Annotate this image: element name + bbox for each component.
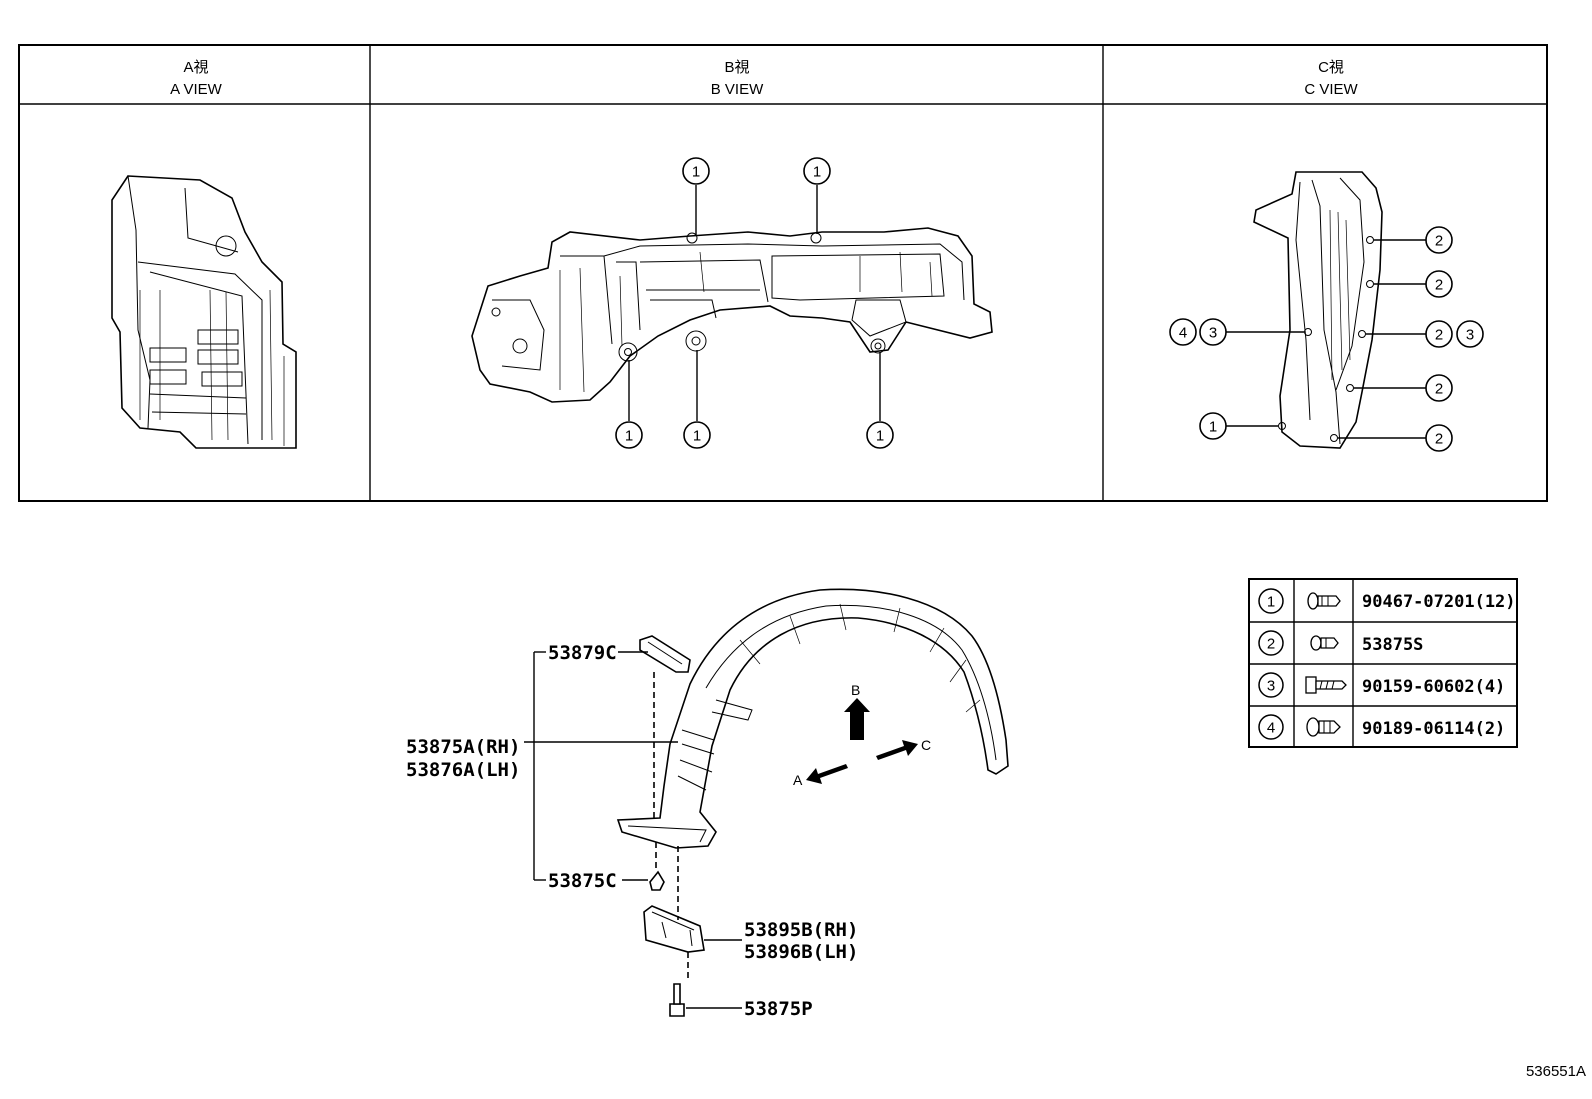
b-callout-1e: 1 bbox=[866, 421, 894, 449]
legend-part-number: 53875S bbox=[1362, 635, 1423, 655]
legend-row: 1 90467-07201(12) bbox=[1258, 588, 1516, 614]
svg-text:3: 3 bbox=[1209, 325, 1217, 342]
svg-text:1: 1 bbox=[813, 164, 821, 181]
svg-text:2: 2 bbox=[1435, 431, 1443, 448]
c-view-drawing: 2 2 2 3 2 2 4 3 bbox=[1169, 171, 1484, 452]
c-view-title-jp: C視 bbox=[1318, 59, 1344, 76]
arrow-b-label: B bbox=[851, 682, 860, 698]
b-view-drawing: 1 1 1 1 1 bbox=[471, 157, 993, 449]
label-53895b-rh: 53895B(RH) bbox=[744, 919, 858, 941]
b-callout-1c: 1 bbox=[615, 421, 643, 449]
svg-text:2: 2 bbox=[1435, 381, 1443, 398]
svg-text:1: 1 bbox=[876, 428, 884, 445]
svg-text:2: 2 bbox=[1435, 233, 1443, 250]
legend-num: 1 bbox=[1267, 594, 1275, 611]
c-callout-2c: 2 bbox=[1425, 320, 1453, 348]
arrow-a bbox=[806, 764, 848, 784]
drawing-id: 536551A bbox=[1526, 1063, 1586, 1080]
views-table: A視 A VIEW B視 B VIEW C視 C VIEW bbox=[18, 44, 1548, 502]
c-callout-2e: 2 bbox=[1425, 424, 1453, 452]
b-view-title-en: B VIEW bbox=[711, 81, 764, 98]
c-callout-3a: 3 bbox=[1456, 320, 1484, 348]
legend-num: 3 bbox=[1267, 678, 1275, 695]
grommet-icon bbox=[1306, 717, 1341, 737]
a-view-title-jp: A視 bbox=[183, 59, 208, 76]
c-callout-2a: 2 bbox=[1425, 226, 1453, 254]
fender-liner-assembly: B C A 53879C 53875A(RH) 53876A(LH) 53875… bbox=[406, 588, 1009, 1020]
legend-row: 4 90189-06114(2) bbox=[1258, 714, 1505, 740]
svg-text:1: 1 bbox=[625, 428, 633, 445]
label-53876a-lh: 53876A(LH) bbox=[406, 759, 520, 781]
c-view-title-en: C VIEW bbox=[1304, 81, 1358, 98]
b-callout-1a: 1 bbox=[682, 157, 710, 185]
legend-row: 3 90159-60602(4) bbox=[1258, 672, 1505, 698]
label-53875p: 53875P bbox=[744, 998, 813, 1020]
legend-num: 4 bbox=[1267, 720, 1275, 737]
legend-num: 2 bbox=[1267, 636, 1275, 653]
arrow-c bbox=[876, 740, 918, 760]
arrow-c-label: C bbox=[921, 737, 931, 753]
svg-text:2: 2 bbox=[1435, 327, 1443, 344]
a-view-title-en: A VIEW bbox=[170, 81, 223, 98]
label-53875c: 53875C bbox=[548, 870, 617, 892]
legend-part-number: 90467-07201(12) bbox=[1362, 592, 1516, 612]
arrow-b bbox=[844, 698, 870, 740]
c-callout-3b: 3 bbox=[1199, 318, 1227, 346]
screw-icon bbox=[1305, 676, 1347, 694]
a-view-drawing bbox=[111, 175, 297, 449]
svg-text:1: 1 bbox=[1209, 419, 1217, 436]
c-callout-2d: 2 bbox=[1425, 374, 1453, 402]
fastener-legend-table: 1 90467-07201(12) 2 53875S 3 bbox=[1248, 578, 1518, 748]
svg-text:3: 3 bbox=[1466, 327, 1474, 344]
label-53875a-rh: 53875A(RH) bbox=[406, 736, 520, 758]
c-callout-4: 4 bbox=[1169, 318, 1197, 346]
c-callout-2b: 2 bbox=[1425, 270, 1453, 298]
c-callout-1: 1 bbox=[1199, 412, 1227, 440]
label-53896b-lh: 53896B(LH) bbox=[744, 941, 858, 963]
svg-text:4: 4 bbox=[1179, 325, 1187, 342]
legend-part-number: 90189-06114(2) bbox=[1362, 719, 1505, 739]
svg-text:1: 1 bbox=[693, 428, 701, 445]
svg-text:2: 2 bbox=[1435, 277, 1443, 294]
arrow-a-label: A bbox=[793, 772, 803, 788]
b-callout-1b: 1 bbox=[803, 157, 831, 185]
clip-icon bbox=[1310, 635, 1339, 651]
legend-part-number: 90159-60602(4) bbox=[1362, 677, 1505, 697]
push-clip-icon bbox=[1307, 592, 1341, 610]
b-view-title-jp: B視 bbox=[724, 59, 749, 76]
b-callout-1d: 1 bbox=[683, 421, 711, 449]
svg-text:1: 1 bbox=[692, 164, 700, 181]
legend-row: 2 53875S bbox=[1258, 630, 1423, 656]
label-53879c: 53879C bbox=[548, 642, 617, 664]
